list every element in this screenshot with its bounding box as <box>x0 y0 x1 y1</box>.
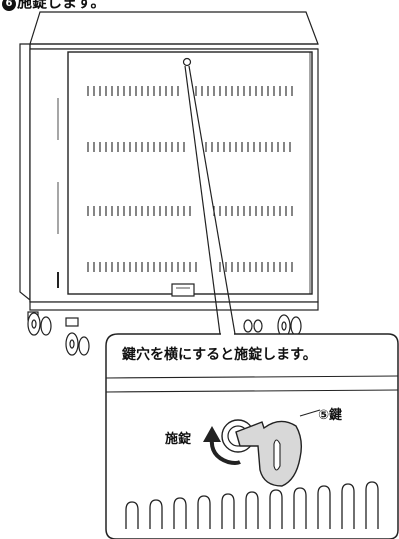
key-label: ⑤鍵 <box>318 408 343 423</box>
cabinet-side <box>19 43 31 302</box>
cabinet-top <box>29 11 319 45</box>
lock-label: 施錠 <box>165 432 192 447</box>
rotate-arrow-icon <box>209 437 241 465</box>
keyhole-icon <box>182 57 192 67</box>
cabinet-door <box>67 51 313 295</box>
leader-lines <box>184 65 236 335</box>
ventilation-slots <box>87 86 293 272</box>
cabinet-casters <box>27 311 302 356</box>
step-title: 施錠します。 <box>17 0 106 11</box>
key-icon <box>235 420 303 487</box>
door-handle <box>171 283 195 297</box>
charging-cabinet <box>19 11 319 311</box>
vent-slots-closeup <box>125 481 379 529</box>
callout-zoom <box>106 375 398 529</box>
callout-instruction: 鍵穴を横にすると施錠します。 <box>122 347 317 363</box>
step-number-badge: 6 <box>2 0 16 11</box>
